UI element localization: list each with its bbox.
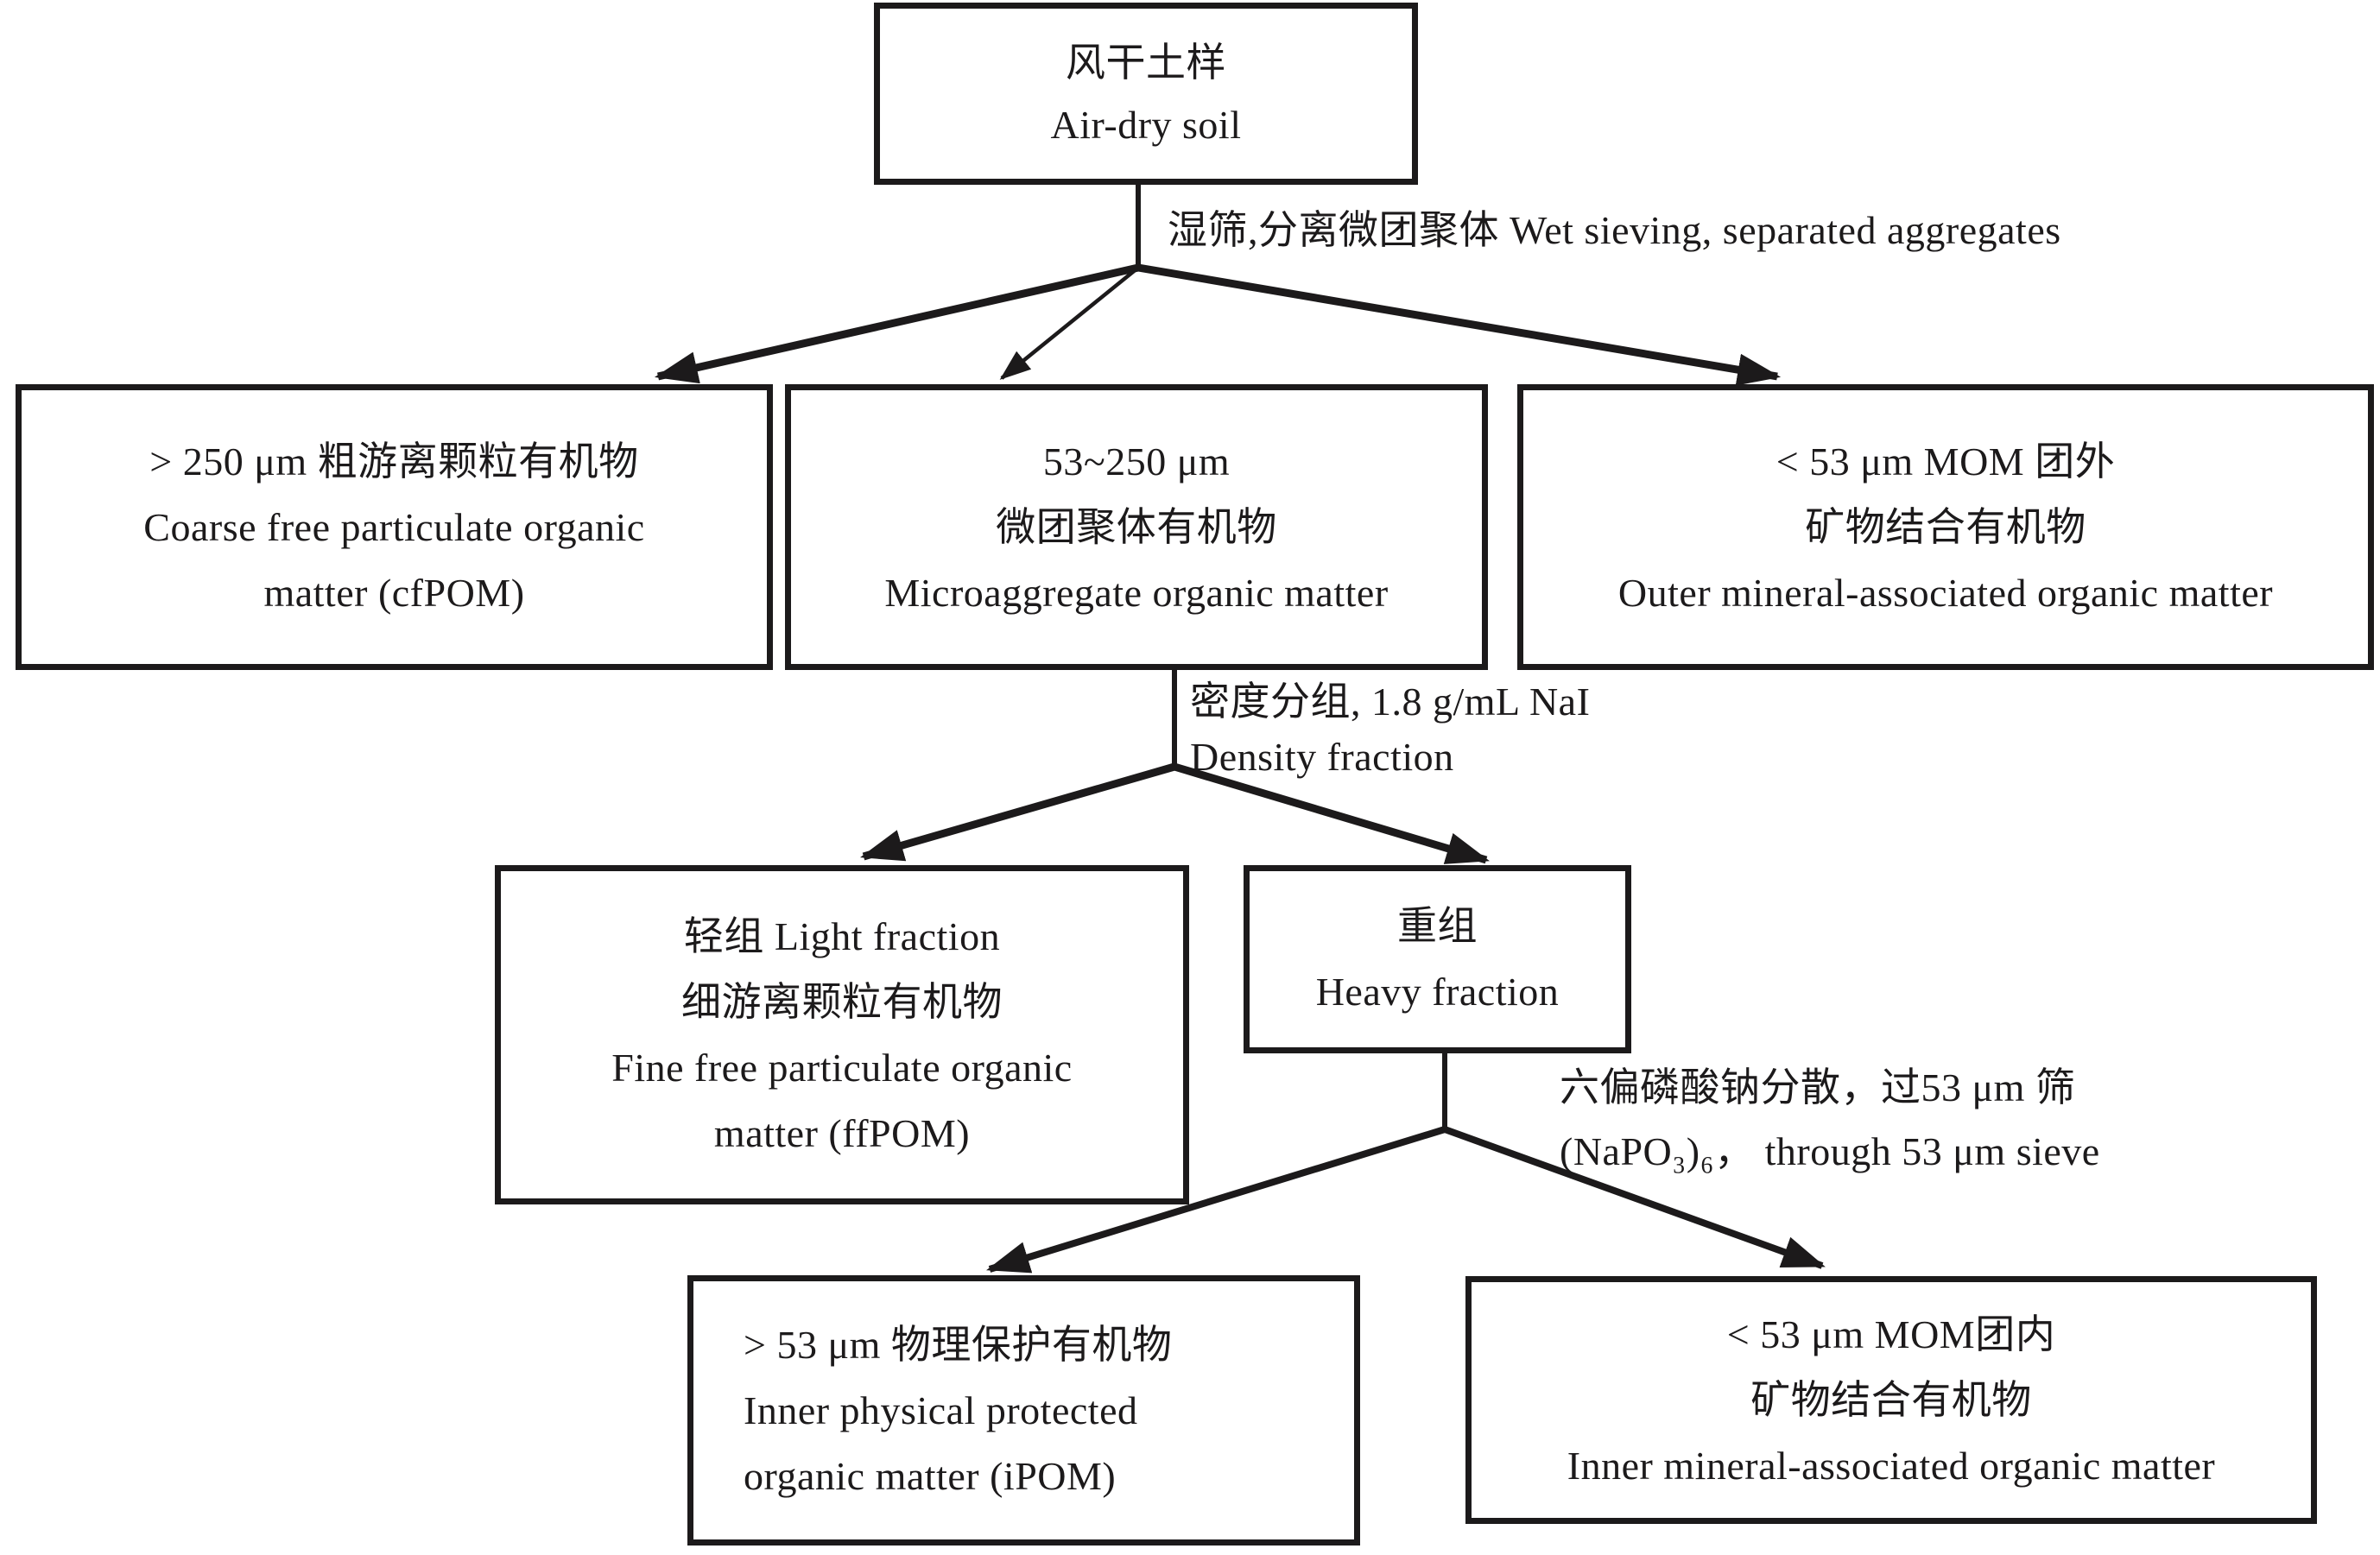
node-microaggregate: 53~250 μm 微团聚体有机物 Microaggregate organic… bbox=[785, 384, 1488, 670]
node-heavy-fraction-line: 重组 bbox=[1397, 904, 1478, 948]
edge-label-density-line: Density fraction bbox=[1190, 735, 1454, 779]
edge-label-wet-sieving-line: 湿筛,分离微团聚体 Wet sieving, separated aggrega… bbox=[1168, 208, 2061, 252]
node-microaggregate-line: 微团聚体有机物 bbox=[996, 504, 1277, 549]
node-inner-mom: < 53 μm MOM团内 矿物结合有机物 Inner mineral-asso… bbox=[1465, 1276, 2317, 1524]
node-heavy-fraction-line: Heavy fraction bbox=[1315, 970, 1560, 1014]
edge-label-wet-sieving: 湿筛,分离微团聚体 Wet sieving, separated aggrega… bbox=[1168, 205, 2061, 256]
node-outer-mom: < 53 μm MOM 团外 矿物结合有机物 Outer mineral-ass… bbox=[1517, 384, 2374, 670]
node-ipom-line: Inner physical protected bbox=[744, 1387, 1138, 1432]
node-air-dry-soil-line: 风干土样 bbox=[1066, 40, 1226, 85]
node-outer-mom-line: Outer mineral-associated organic matter bbox=[1617, 570, 2274, 615]
node-light-fraction-line: 轻组 Light fraction bbox=[683, 913, 1001, 958]
node-light-fraction: 轻组 Light fraction 细游离颗粒有机物 Fine free par… bbox=[495, 865, 1189, 1204]
node-outer-mom-line: 矿物结合有机物 bbox=[1805, 504, 2086, 549]
edge-heavy-to-ipom bbox=[986, 1126, 1446, 1274]
node-inner-mom-line: < 53 μm MOM团内 bbox=[1726, 1312, 2056, 1356]
node-inner-mom-line: 矿物结合有机物 bbox=[1750, 1377, 2032, 1422]
edge-label-dispersion-line: (NaPO₃)₆， through 53 μm sieve bbox=[1560, 1129, 2100, 1173]
node-microaggregate-line: Microaggregate organic matter bbox=[884, 570, 1389, 615]
edge-label-density-line: 密度分组, 1.8 g/mL NaI bbox=[1190, 680, 1591, 724]
node-air-dry-soil: 风干土样 Air-dry soil bbox=[874, 3, 1418, 185]
node-air-dry-soil-line: Air-dry soil bbox=[1050, 102, 1242, 147]
node-outer-mom-line: < 53 μm MOM 团外 bbox=[1776, 439, 2116, 484]
node-cfpom-line: > 250 μm 粗游离颗粒有机物 bbox=[149, 439, 639, 484]
node-cfpom: > 250 μm 粗游离颗粒有机物 Coarse free particulat… bbox=[16, 384, 773, 670]
edge-micro-to-heavy bbox=[1173, 762, 1490, 864]
node-microaggregate-line: 53~250 μm bbox=[1042, 439, 1231, 484]
node-ipom-line: > 53 μm 物理保护有机物 bbox=[744, 1322, 1173, 1367]
node-ipom: > 53 μm 物理保护有机物 Inner physical protected… bbox=[687, 1275, 1360, 1546]
node-heavy-fraction: 重组 Heavy fraction bbox=[1244, 865, 1631, 1053]
node-cfpom-line: matter (cfPOM) bbox=[263, 570, 525, 615]
edge-label-density: 密度分组, 1.8 g/mL NaI Density fraction bbox=[1190, 674, 1590, 785]
node-cfpom-line: Coarse free particulate organic bbox=[143, 504, 645, 549]
edge-micro-to-light bbox=[859, 762, 1176, 862]
node-light-fraction-line: matter (ffPOM) bbox=[713, 1110, 971, 1155]
node-light-fraction-line: Fine free particulate organic bbox=[611, 1045, 1073, 1090]
edge-label-dispersion: 六偏磷酸钠分散，过53 μm 筛 (NaPO₃)₆， through 53 μm… bbox=[1560, 1056, 2100, 1184]
edge-heavy-to-inner-mom bbox=[1443, 1126, 1826, 1269]
edge-airdry-to-outer-mom bbox=[1137, 263, 1782, 386]
edge-label-dispersion-line: 六偏磷酸钠分散，过53 μm 筛 bbox=[1560, 1065, 2076, 1109]
edge-airdry-to-microaggregate bbox=[999, 266, 1140, 380]
edge-airdry-to-cfpom bbox=[654, 263, 1139, 384]
node-ipom-line: organic matter (iPOM) bbox=[744, 1453, 1117, 1498]
node-inner-mom-line: Inner mineral-associated organic matter bbox=[1567, 1443, 2216, 1488]
node-light-fraction-line: 细游离颗粒有机物 bbox=[681, 979, 1003, 1024]
